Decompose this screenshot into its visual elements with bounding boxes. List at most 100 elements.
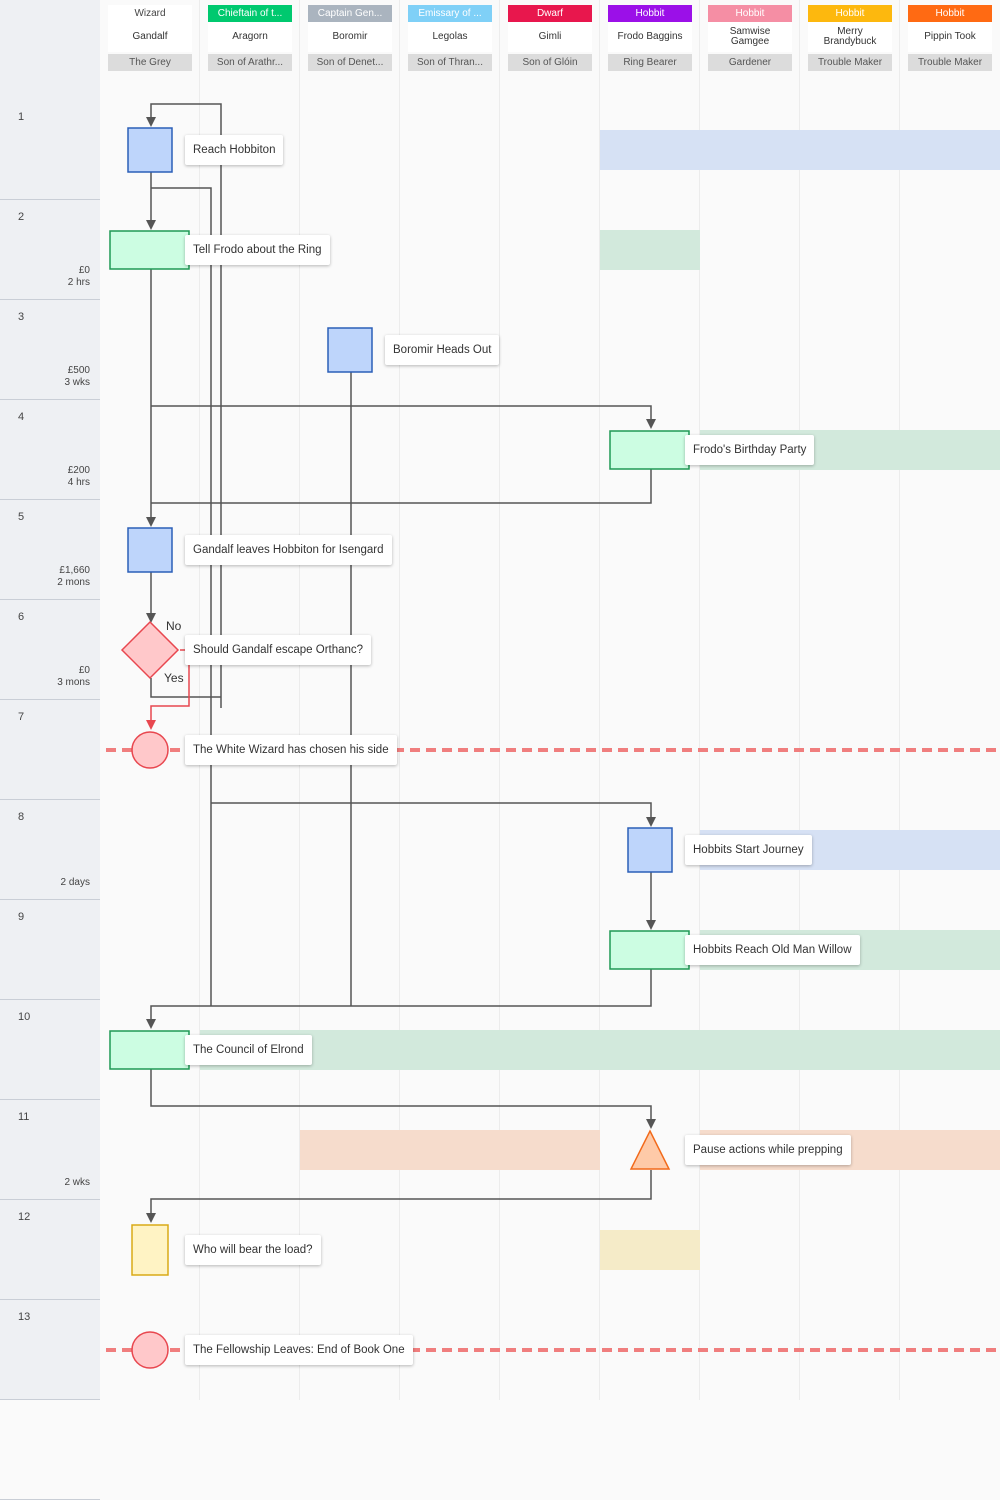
subprocess-node[interactable]: [109, 230, 190, 270]
connector: [150, 678, 221, 698]
row-number: 10: [18, 1011, 31, 1023]
lane-name: Pippin Took: [908, 22, 992, 52]
row-divider: [0, 499, 100, 500]
row-duration: 4 hrs: [67, 477, 90, 488]
node-label-n12[interactable]: Who will bear the load?: [185, 1235, 321, 1265]
row-divider: [0, 1099, 100, 1100]
row-divider: [0, 999, 100, 1000]
node-label-n13[interactable]: The Fellowship Leaves: End of Book One: [185, 1335, 413, 1365]
lane-role: Chieftain of t...: [208, 5, 292, 22]
lane-title: Ring Bearer: [608, 54, 692, 71]
row-number: 11: [18, 1111, 30, 1123]
row-duration: 3 mons: [57, 677, 90, 688]
node-label-n1[interactable]: Reach Hobbiton: [185, 135, 284, 165]
row-divider: [0, 799, 100, 800]
row-number: 5: [18, 511, 25, 523]
row-duration: 3 wks: [64, 377, 90, 388]
subprocess-node[interactable]: [109, 1030, 190, 1070]
task-node[interactable]: [627, 827, 673, 873]
branch-no-label: No: [166, 619, 182, 633]
lane-name: Legolas: [408, 22, 492, 52]
task-node[interactable]: [327, 327, 373, 373]
connector: [151, 187, 212, 1006]
lane-name: Aragorn: [208, 22, 292, 52]
node-label-n8[interactable]: Hobbits Start Journey: [685, 835, 812, 865]
row-cost: £200: [67, 465, 90, 476]
row-divider: [0, 599, 100, 600]
milestone-node[interactable]: [131, 731, 169, 769]
node-label-n11[interactable]: Pause actions while prepping: [685, 1135, 851, 1165]
lane-title: Trouble Maker: [808, 54, 892, 71]
lane-name: Samwise Gamgee: [708, 22, 792, 52]
note-node[interactable]: [131, 1224, 169, 1276]
lane-divider: [499, 0, 500, 1400]
lane-divider: [299, 0, 300, 1400]
milestone-node[interactable]: [131, 1331, 169, 1369]
connector: [146, 968, 652, 1029]
lane-title: Son of Arathr...: [208, 54, 292, 71]
subprocess-node[interactable]: [609, 430, 690, 470]
lane-role: Captain Gen...: [308, 5, 392, 22]
row-divider: [0, 1199, 100, 1200]
lane-title: Son of Thran...: [408, 54, 492, 71]
lane-divider: [399, 0, 400, 1400]
decision-node[interactable]: [120, 620, 180, 680]
node-label-n2[interactable]: Tell Frodo about the Ring: [185, 235, 330, 265]
row-number: 2: [18, 211, 25, 223]
row-number: 9: [18, 911, 25, 923]
lane-name: Merry Brandybuck: [808, 22, 892, 52]
duration-band: [600, 230, 700, 270]
duration-band: [600, 1230, 700, 1270]
connector: [146, 1170, 652, 1223]
node-label-n9[interactable]: Hobbits Reach Old Man Willow: [685, 935, 860, 965]
row-duration: 2 wks: [64, 1177, 90, 1188]
row-number: 3: [18, 311, 25, 323]
task-node[interactable]: [127, 127, 173, 173]
duration-band: [600, 130, 1000, 170]
row-gutter: [0, 0, 100, 1400]
branch-yes-label: Yes: [164, 671, 184, 685]
lane-role: Hobbit: [608, 5, 692, 22]
lane-role: Hobbit: [808, 5, 892, 22]
lane-divider: [699, 0, 700, 1400]
lane-role: Hobbit: [908, 5, 992, 22]
lane-name: Frodo Baggins: [608, 22, 692, 52]
node-label-n6[interactable]: Should Gandalf escape Orthanc?: [185, 635, 372, 665]
row-duration: 2 hrs: [67, 277, 90, 288]
connector: [211, 802, 656, 827]
row-duration: 2 days: [60, 877, 90, 888]
node-label-n10[interactable]: The Council of Elrond: [185, 1035, 312, 1065]
lane-name: Gandalf: [108, 22, 192, 52]
duration-band: [300, 1130, 600, 1170]
node-label-n5[interactable]: Gandalf leaves Hobbiton for Isengard: [185, 535, 392, 565]
duration-band: [200, 1030, 1000, 1070]
row-number: 6: [18, 611, 25, 623]
row-divider: [0, 699, 100, 700]
node-label-n3[interactable]: Boromir Heads Out: [385, 335, 500, 365]
connector: [150, 1068, 656, 1129]
row-divider: [0, 299, 100, 300]
node-label-n7[interactable]: The White Wizard has chosen his side: [185, 735, 397, 765]
flowchart-canvas: [106, 103, 1000, 1369]
subprocess-node[interactable]: [609, 930, 690, 970]
row-number: 13: [18, 1311, 31, 1323]
connector: [151, 468, 652, 504]
row-divider: [0, 899, 100, 900]
node-label-n4[interactable]: Frodo's Birthday Party: [685, 435, 815, 465]
pause-node[interactable]: [629, 1129, 671, 1170]
lane-divider: [899, 0, 900, 1400]
row-divider: [0, 1299, 100, 1300]
task-node[interactable]: [127, 527, 173, 573]
row-cost: £0: [78, 665, 90, 676]
lane-name: Gimli: [508, 22, 592, 52]
lane-divider: [799, 0, 800, 1400]
